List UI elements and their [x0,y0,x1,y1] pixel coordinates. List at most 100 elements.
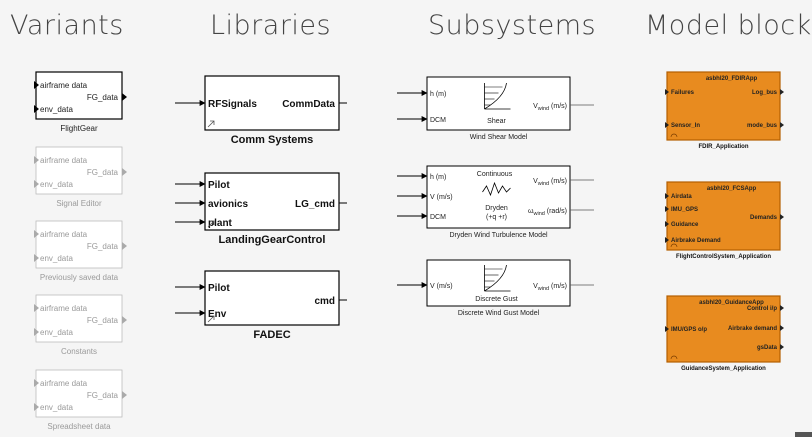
input-port-icon [665,326,669,332]
model-block-caption: FlightControlSystem_Application [676,254,771,260]
variant-block-4[interactable]: airframe dataenv_dataFG_dataSpreadsheet … [34,369,127,431]
model-block-box[interactable] [666,295,781,363]
variants-title: Variants [10,10,124,41]
library-block-1[interactable]: PilotavionicsplantLG_cmdLandingGearContr… [175,172,347,246]
input-port-icon [34,230,39,238]
variant-input-label: env_data [40,328,73,337]
variant-output-label: FG_data [87,168,119,177]
model-block-output-label: Demands [750,215,778,221]
input-port-icon [34,304,39,312]
input-port-icon [34,328,39,336]
variant-output-label: FG_data [87,391,119,400]
output-port-icon [122,316,127,324]
model-block-input-label: Sensor_In [671,123,700,129]
variant-caption: Constants [61,347,97,356]
input-port-icon [665,221,669,227]
variant-input-label: env_data [40,105,73,114]
variant-output-label: FG_data [87,93,119,102]
variant-caption: Spreadsheet data [47,422,111,431]
input-port-icon [665,193,669,199]
library-input-label: Pilot [208,283,230,294]
input-port-icon [665,237,669,243]
library-output-label: CommData [282,99,335,110]
model-reference-icon [670,133,678,138]
variant-box[interactable] [35,294,123,343]
corner-marker [795,432,812,437]
variant-input-label: env_data [40,403,73,412]
wind-profile-curve [484,82,507,110]
subsystem-input-label: DCM [430,214,446,221]
subsystem-icon-label: (+q +r) [486,214,507,221]
subsystem-input-label: h (m) [430,91,446,98]
model-block-input-label: IMU_GPS [671,207,698,213]
variant-box[interactable] [35,71,123,120]
model-block-output-label: Airbrake demand [728,326,777,332]
model-block-input-label: IMU/GPS o/p [671,327,707,333]
variant-input-label: env_data [40,180,73,189]
model-reference-icon [670,243,678,248]
model-block-output-label: Control i/p [747,306,777,312]
subsystem-icon-label: Continuous [477,171,513,178]
output-port-icon [122,93,127,101]
model-block-box[interactable] [666,181,781,251]
variant-box[interactable] [35,220,123,269]
library-caption: Comm Systems [231,134,314,146]
input-port-icon [665,89,669,95]
variant-caption: FlightGear [60,124,98,133]
subsystem-caption: Dryden Wind Turbulence Model [449,232,547,239]
model-block-1[interactable]: asbhl20_FCSAppAirdataIMU_GPSGuidanceAirb… [665,181,784,260]
input-port-icon [665,206,669,212]
output-port-icon [122,391,127,399]
subsystems-title: Subsystems [428,10,597,41]
library-box[interactable] [204,172,340,231]
library-caption: FADEC [253,329,290,341]
link-icon [207,120,215,128]
library-input-label: RFSignals [208,99,257,110]
variant-input-label: airframe data [40,230,88,239]
subsystem-output-label: Vwind (m/s) [533,178,567,187]
model-block-title: asbhl20_FDIRApp [706,76,758,82]
subsystem-input-label: V (m/s) [430,283,453,290]
variant-caption: Signal Editor [56,199,102,208]
library-box[interactable] [204,270,340,326]
subsystem-output-label: ωwind (rad/s) [528,208,567,217]
model-block-output-label: gsData [757,345,778,351]
model-block-input-label: Guidance [671,222,699,228]
input-port-icon [34,403,39,411]
input-port-icon [665,122,669,128]
variant-input-label: airframe data [40,304,88,313]
library-input-label: plant [208,218,233,229]
input-port-icon [34,105,39,113]
subsystem-icon-label: Shear [487,118,506,125]
subsystem-box[interactable] [426,76,571,131]
model-block-caption: GuidanceSystem_Application [681,366,766,372]
model-block-0[interactable]: asbhl20_FDIRAppFailuresSensor_InLog_busm… [665,71,784,150]
model-block-box[interactable] [666,71,781,141]
output-port-icon [780,344,784,350]
model-block-input-label: Airdata [671,194,692,200]
library-input-label: Env [208,309,227,320]
output-port-icon [780,214,784,220]
subsystem-output-label: Vwind (m/s) [533,103,567,112]
subsystem-block-2[interactable]: V (m/s)Vwind (m/s)Discrete GustDiscrete … [397,259,594,317]
wind-profile-curve [484,264,507,292]
library-input-label: Pilot [208,180,230,191]
output-port-icon [122,168,127,176]
model-blocks-title: Model blocks [645,10,812,41]
library-output-label: cmd [314,296,335,307]
link-icon [207,220,215,228]
variant-input-label: airframe data [40,81,88,90]
subsystem-icon-label: Discrete Gust [475,296,517,303]
input-port-icon [34,254,39,262]
subsystem-box[interactable] [426,165,571,229]
